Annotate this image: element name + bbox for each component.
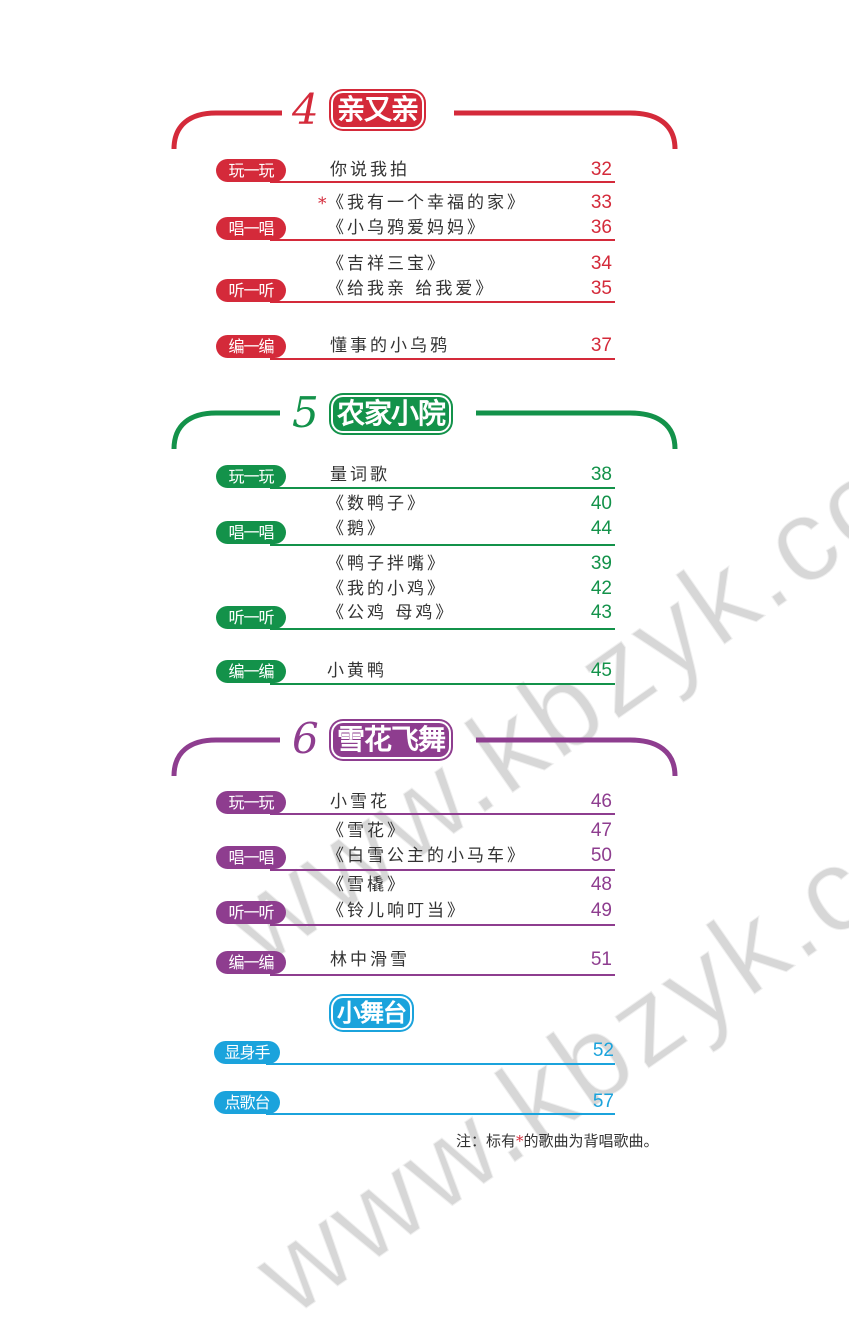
toc-entry[interactable]: 《我有一个幸福的家》 xyxy=(327,193,527,213)
stage-title: 小舞台 xyxy=(333,998,410,1028)
divider xyxy=(266,1113,615,1115)
unit-title: 雪花飞舞 xyxy=(333,723,450,757)
divider xyxy=(270,358,615,360)
toc-entry[interactable]: 懂事的小乌鸦 xyxy=(330,336,450,356)
page-number[interactable]: 52 xyxy=(592,1040,614,1061)
unit-number: 4 xyxy=(292,85,319,134)
divider xyxy=(270,924,615,926)
toc-entry[interactable]: 《数鸭子》 xyxy=(327,494,427,514)
page-number[interactable]: 36 xyxy=(590,217,612,238)
badge-play: 玩一玩 xyxy=(216,159,286,182)
page-number[interactable]: 33 xyxy=(590,192,612,213)
divider xyxy=(270,301,615,303)
badge-listen: 听一听 xyxy=(216,606,286,629)
star-icon: * xyxy=(318,194,327,214)
badge-sing: 唱一唱 xyxy=(216,521,286,544)
star-icon: * xyxy=(516,1132,524,1150)
divider xyxy=(270,487,615,489)
toc-entry[interactable]: 《鸭子拌嘴》 xyxy=(327,554,447,574)
divider xyxy=(270,544,615,546)
footnote-prefix: 注：标有 xyxy=(456,1132,517,1150)
page-number[interactable]: 44 xyxy=(590,518,612,539)
unit-4-bracket xyxy=(171,110,678,150)
divider xyxy=(270,683,615,685)
page-number[interactable]: 34 xyxy=(590,253,612,274)
page-number[interactable]: 39 xyxy=(590,553,612,574)
toc-entry[interactable]: 量词歌 xyxy=(330,465,390,485)
toc-entry[interactable]: 《给我亲 给我爱》 xyxy=(327,279,496,299)
divider xyxy=(270,869,615,871)
page-number[interactable]: 40 xyxy=(590,493,612,514)
unit-number: 6 xyxy=(292,714,319,763)
unit-number: 5 xyxy=(292,388,319,437)
toc-entry[interactable]: 小雪花 xyxy=(330,792,390,812)
divider xyxy=(270,974,615,976)
page-number[interactable]: 46 xyxy=(590,791,612,812)
badge-sing: 唱一唱 xyxy=(216,217,286,240)
page-number[interactable]: 38 xyxy=(590,464,612,485)
toc-entry[interactable]: 《雪橇》 xyxy=(327,875,407,895)
divider xyxy=(270,813,615,815)
toc-entry[interactable]: 你说我拍 xyxy=(330,160,410,180)
toc-entry[interactable]: 《公鸡 母鸡》 xyxy=(327,603,456,623)
toc-entry[interactable]: 《我的小鸡》 xyxy=(327,579,447,599)
page-number[interactable]: 35 xyxy=(590,278,612,299)
divider xyxy=(270,181,615,183)
page-number[interactable]: 47 xyxy=(590,820,612,841)
page-number[interactable]: 37 xyxy=(590,335,612,356)
toc-entry[interactable]: 《吉祥三宝》 xyxy=(327,254,447,274)
badge-play: 玩一玩 xyxy=(216,465,286,488)
badge-listen: 听一听 xyxy=(216,901,286,924)
toc-entry[interactable]: 《小乌鸦爱妈妈》 xyxy=(327,218,487,238)
page-number[interactable]: 48 xyxy=(590,874,612,895)
toc-entry[interactable]: 《白雪公主的小马车》 xyxy=(327,846,527,866)
badge-showcase: 显身手 xyxy=(214,1041,280,1064)
toc-entry[interactable]: 《铃儿响叮当》 xyxy=(327,901,467,921)
page-number[interactable]: 45 xyxy=(590,660,612,681)
unit-5-bracket xyxy=(171,410,678,450)
divider xyxy=(270,239,615,241)
badge-compose: 编一编 xyxy=(216,660,286,683)
toc-entry[interactable]: 《鹅》 xyxy=(327,519,387,539)
page-number[interactable]: 57 xyxy=(592,1091,614,1112)
badge-compose: 编一编 xyxy=(216,335,286,358)
badge-sing: 唱一唱 xyxy=(216,846,286,869)
page-number[interactable]: 51 xyxy=(590,949,612,970)
page-number[interactable]: 32 xyxy=(590,159,612,180)
page-number[interactable]: 43 xyxy=(590,602,612,623)
watermark: www.kbzyk.com xyxy=(200,369,849,990)
toc-entry[interactable]: 林中滑雪 xyxy=(330,950,410,970)
badge-song-request: 点歌台 xyxy=(214,1091,280,1114)
page-number[interactable]: 42 xyxy=(590,578,612,599)
divider xyxy=(270,628,615,630)
unit-title: 亲又亲 xyxy=(333,93,423,127)
divider xyxy=(266,1063,615,1065)
page-number[interactable]: 50 xyxy=(590,845,612,866)
footnote: 注：标有*的歌曲为背唱歌曲。 xyxy=(456,1131,659,1151)
toc-entry[interactable]: 《雪花》 xyxy=(327,821,407,841)
badge-play: 玩一玩 xyxy=(216,791,286,814)
unit-6-bracket xyxy=(171,737,678,777)
footnote-suffix: 的歌曲为背唱歌曲。 xyxy=(523,1132,659,1150)
unit-title: 农家小院 xyxy=(333,397,450,431)
badge-listen: 听一听 xyxy=(216,279,286,302)
page-number[interactable]: 49 xyxy=(590,900,612,921)
badge-compose: 编一编 xyxy=(216,951,286,974)
toc-entry[interactable]: 小黄鸭 xyxy=(327,661,387,681)
